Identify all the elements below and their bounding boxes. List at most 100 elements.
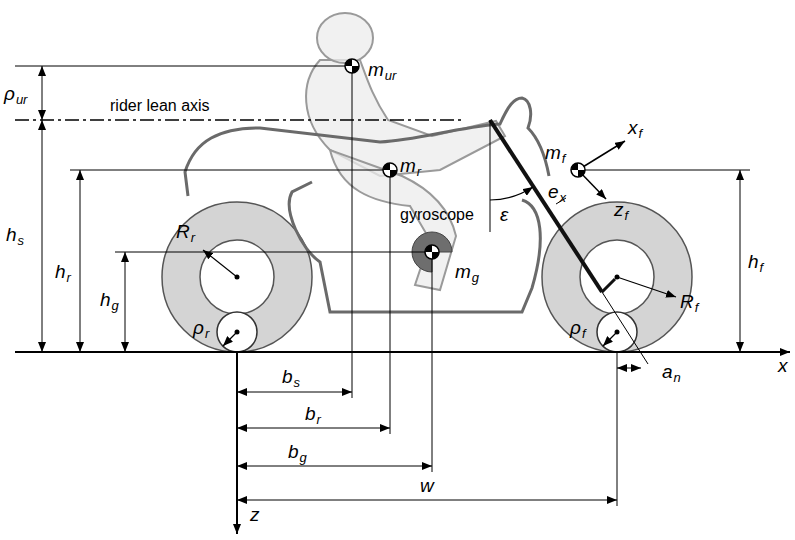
mass-quadrant (390, 170, 397, 177)
dimension-lines (15, 66, 790, 534)
subscript-label: f (625, 209, 629, 223)
mass-quadrant (432, 252, 439, 259)
dimension-line (125, 252, 126, 352)
symbol-label: m (455, 262, 471, 283)
mass-quadrant (345, 59, 352, 66)
dimension-line (237, 466, 432, 467)
x-axis (15, 351, 790, 353)
mass-circle (345, 59, 359, 73)
symbol-label: w (420, 476, 434, 497)
extension-line (115, 252, 432, 253)
tyre (162, 202, 312, 352)
radius-line (203, 250, 237, 277)
angle-arc (490, 187, 533, 200)
symbol-label: h (748, 252, 759, 273)
subscript-label: g (112, 299, 119, 313)
mass-quadrant (352, 66, 359, 73)
subscript-label: ur (16, 93, 28, 107)
mass-symbol (571, 163, 585, 177)
dimension-line (237, 428, 390, 429)
text-label: gyroscope (400, 206, 474, 224)
symbol-label: b (288, 442, 299, 463)
front-wheel (542, 202, 692, 352)
extension-line (70, 170, 390, 171)
mass-quadrant (425, 245, 432, 252)
symbol-label: m (400, 156, 416, 177)
z-axis (236, 352, 238, 534)
rim (200, 240, 274, 314)
radius-line (617, 277, 676, 297)
subscript-label: r (67, 271, 71, 285)
symbol-label: z (614, 200, 624, 221)
axis-arrow (578, 170, 606, 199)
steering-axis (602, 292, 648, 364)
mass-circle (425, 245, 439, 259)
body-outline (289, 182, 540, 312)
symbol-label: z (250, 505, 260, 526)
extension-line (578, 170, 750, 171)
mass-symbol (345, 59, 359, 73)
symbol-label: x (628, 118, 638, 139)
dimension-line (42, 120, 43, 352)
extension-line (390, 170, 391, 434)
subscript-label: r (317, 413, 321, 427)
subscript-label: f (639, 127, 643, 141)
extension-line (15, 66, 352, 67)
mass-symbol (425, 245, 439, 259)
body-outline (185, 98, 549, 196)
symbol-label: ρ (4, 84, 15, 105)
radius-line (603, 332, 617, 346)
contact-circle (597, 312, 637, 352)
subscript-label: g (300, 451, 307, 465)
subscript-label: x (560, 191, 567, 205)
symbol-label: e (548, 182, 559, 203)
subscript-label: r (191, 231, 195, 245)
subscript-label: r (417, 165, 421, 179)
symbol-label: h (6, 225, 17, 246)
dimension-line (42, 66, 43, 120)
mass-circle (571, 163, 585, 177)
dimension-line (237, 500, 617, 501)
symbol-label: m (368, 60, 384, 81)
extension-line (617, 352, 618, 506)
rider-figure (306, 13, 505, 290)
steering-fork (490, 120, 648, 368)
subscript-label: s (294, 376, 301, 390)
symbol-label: a (662, 362, 673, 383)
symbol-label: ε (500, 205, 508, 226)
fork-line (602, 279, 615, 292)
text-label: rider lean axis (110, 97, 210, 115)
vertical-reference (490, 120, 491, 232)
subscript-label: f (760, 261, 764, 275)
mass-symbol (383, 163, 397, 177)
symbol-label: x (778, 356, 788, 377)
subscript-label: ur (385, 69, 397, 83)
symbol-label: h (55, 262, 66, 283)
subscript-label: r (205, 327, 209, 341)
subscript-label: s (18, 234, 25, 248)
rider-helmet (317, 13, 373, 63)
symbol-label: ρ (193, 318, 204, 339)
subscript-label: g (472, 271, 479, 285)
mass-quadrant (578, 170, 585, 177)
radius-line (223, 332, 237, 346)
dimension-line (617, 368, 641, 369)
dimension-line (80, 170, 81, 352)
subscript-label: n (674, 371, 681, 385)
symbol-label: R (176, 222, 190, 243)
subscript-label: f (582, 327, 586, 341)
tyre (542, 202, 692, 352)
symbol-label: b (305, 404, 316, 425)
mass-circle (383, 163, 397, 177)
lean-axis (15, 119, 462, 121)
symbol-label: b (282, 367, 293, 388)
dimension-line (237, 392, 352, 393)
contact-circle (217, 312, 257, 352)
extension-line (432, 252, 433, 472)
dimension-line (740, 170, 741, 352)
subscript-label: f (562, 152, 566, 166)
mass-quadrant (383, 163, 390, 170)
symbol-label: ρ (570, 318, 581, 339)
